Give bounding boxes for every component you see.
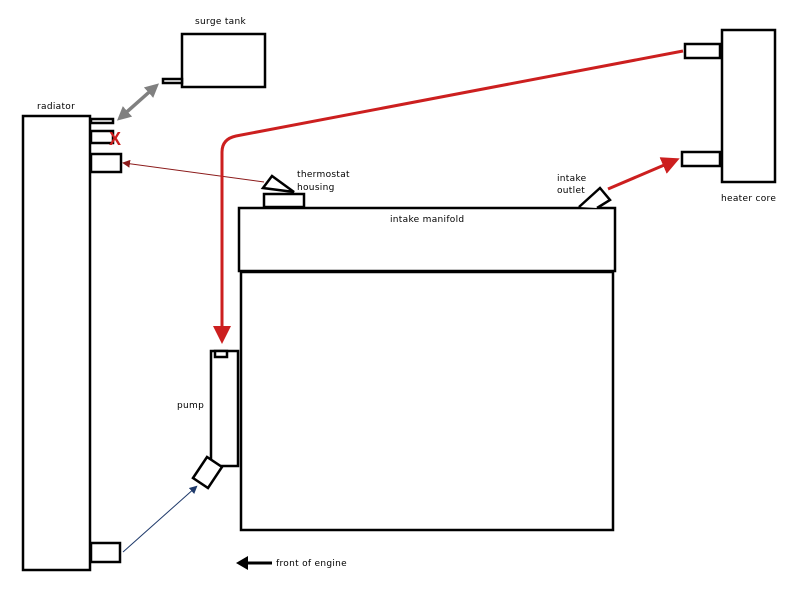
heater-core-label: heater core bbox=[721, 194, 776, 204]
radiator-label: radiator bbox=[37, 102, 75, 112]
intake-outlet-label-line2: outlet bbox=[557, 186, 585, 196]
thermostat-label-line1: thermostat bbox=[297, 170, 350, 180]
heater-return-hose-arrow bbox=[213, 49, 684, 344]
heater-supply-hose-arrow bbox=[607, 157, 680, 191]
front-of-engine-indicator: front of engine bbox=[236, 556, 347, 570]
thermostat-hose-arrow bbox=[122, 159, 265, 183]
radiator-surge-fitting bbox=[89, 117, 115, 125]
radiator-upper-fitting bbox=[89, 152, 123, 174]
lower-hose-arrow bbox=[122, 485, 198, 553]
heater-core: heater core bbox=[680, 28, 777, 204]
left-arrow-icon bbox=[236, 556, 248, 570]
radiator: radiator bbox=[21, 102, 123, 572]
front-of-engine-label: front of engine bbox=[276, 559, 347, 569]
radiator-lower-fitting bbox=[89, 541, 122, 564]
heater-core-outlet-fitting bbox=[683, 42, 722, 60]
intake-manifold: intake manifold bbox=[237, 206, 617, 273]
surge-hose-arrow bbox=[117, 83, 159, 121]
thermostat-label-line2: housing bbox=[297, 183, 335, 193]
intake-outlet-label-line1: intake bbox=[557, 174, 587, 184]
pump-label: pump bbox=[177, 401, 204, 411]
blocked-marker: X bbox=[109, 129, 121, 149]
radiator-blocked-fitting bbox=[89, 129, 115, 145]
heater-core-inlet-fitting bbox=[680, 150, 722, 168]
intake-manifold-label: intake manifold bbox=[390, 215, 464, 225]
engine-block bbox=[239, 270, 615, 532]
thermostat-housing: thermostat housing bbox=[260, 170, 350, 209]
water-pump: pump bbox=[177, 349, 240, 490]
surge-tank-label: surge tank bbox=[195, 17, 246, 27]
surge-tank: surge tank bbox=[161, 17, 267, 89]
intake-outlet: intake outlet bbox=[557, 174, 612, 210]
